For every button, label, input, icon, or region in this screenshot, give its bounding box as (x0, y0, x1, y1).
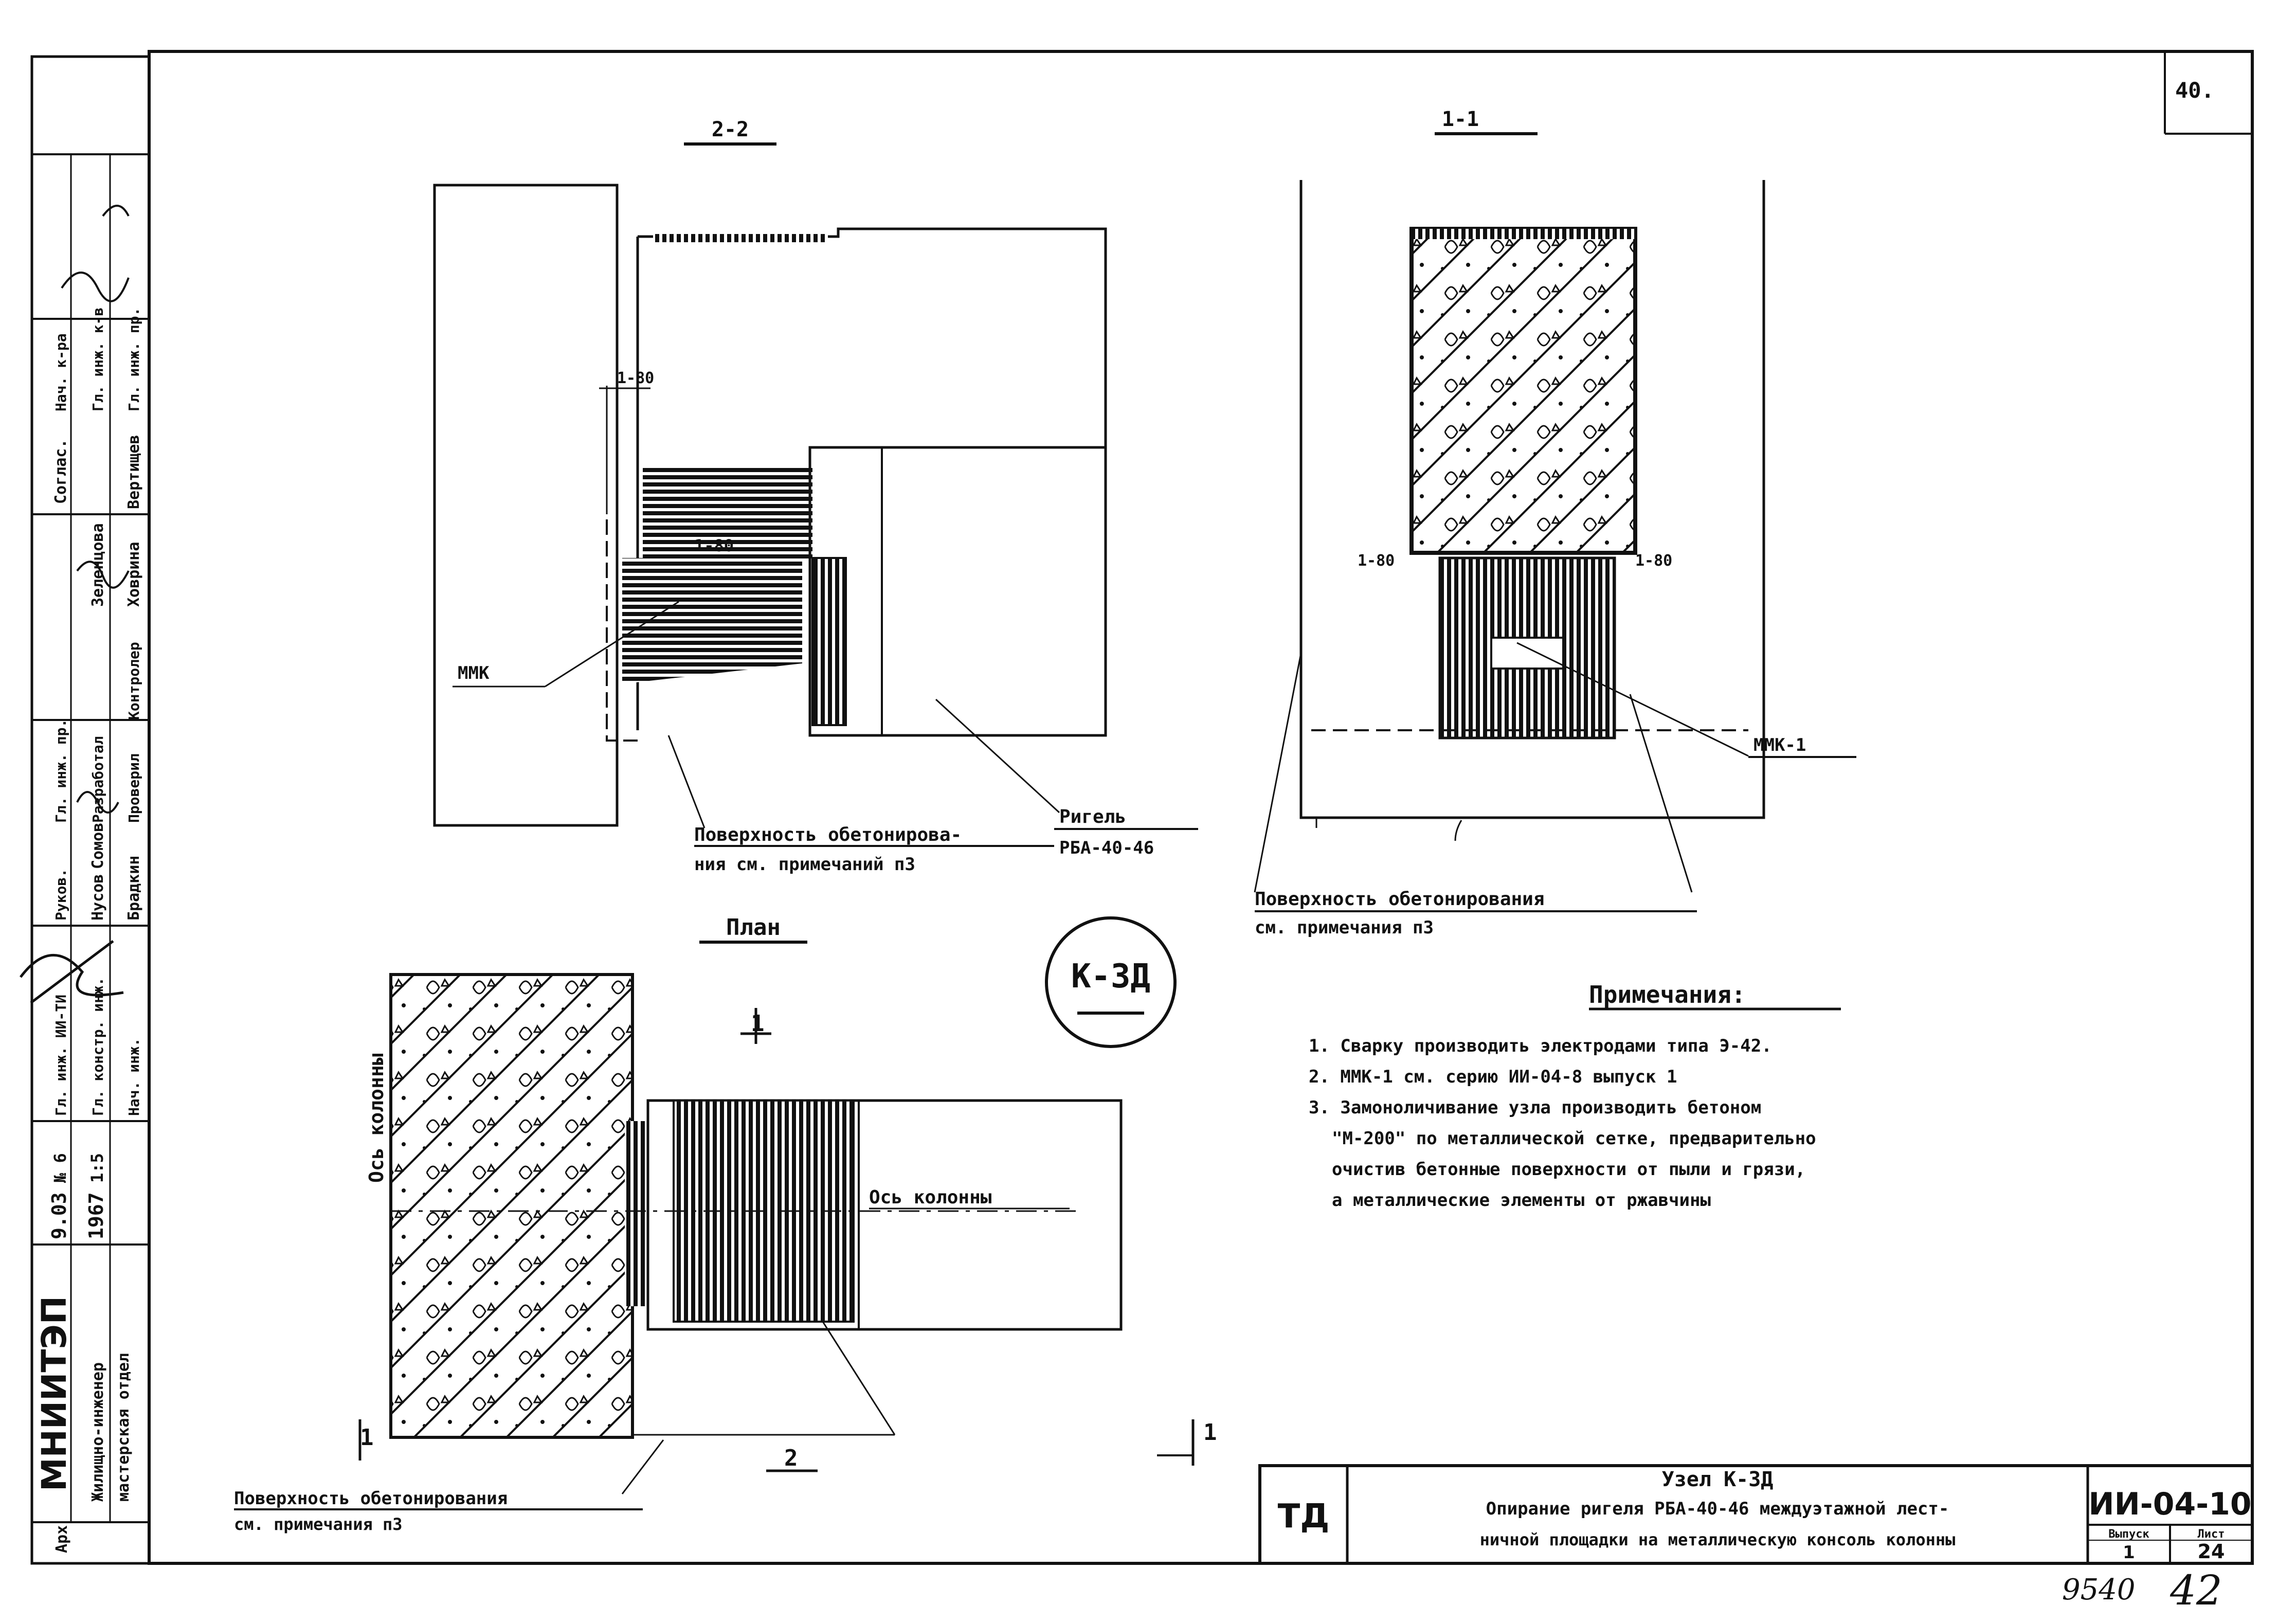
axis-column-horizontal: Ось колонны (869, 1187, 992, 1208)
note-2: 2. ММК-1 см. серию ИИ-04-8 выпуск 1 (1309, 1067, 1677, 1087)
issue-value: 1 (2123, 1542, 2135, 1563)
title-td: ТД (1278, 1498, 1330, 1536)
plate-top (653, 234, 828, 242)
stamp-role-8: Контролер (125, 642, 142, 720)
section-2-2: 2-2 1-80 1-80 ММК Поверхность обетониров… (433, 118, 1198, 875)
cut-left-plan: 1 (360, 1424, 374, 1451)
signature-mark-2 (76, 561, 130, 814)
plan-rigel (646, 1099, 1123, 1331)
node-badge: К-3Д (1045, 916, 1177, 1048)
dim-top: 1-80 (617, 369, 654, 387)
mmk-console (622, 558, 802, 684)
weld-upper (643, 465, 812, 561)
stamp-bottom-left: 9540 (2062, 1573, 2136, 1607)
mmk-label: ММК (458, 663, 490, 683)
stamp-role-6: Разработал (89, 736, 106, 823)
stamp-role-7: Проверил (125, 753, 142, 823)
dim-b-left: 1-80 (1358, 552, 1395, 570)
plan-column (389, 973, 634, 1439)
signature-mark (20, 940, 124, 1004)
stamp-name-4: Зеленцова (89, 523, 107, 607)
stamp-role-2: Гл. констр. инж. (89, 977, 106, 1116)
stamp-agreed-role-2: Гл. инж. к-в (89, 308, 106, 411)
stamp-role-1: Гл. инж. ИИ-ТИ (52, 995, 69, 1116)
section-1-1: 1-1 1-80 1-80 ММК-1 Поверхность обетонир… (1254, 107, 1856, 938)
section-2-2-label: 2-2 (712, 118, 749, 141)
node-badge-label: К-3Д (1071, 958, 1150, 996)
mmk-1-label: ММК-1 (1753, 735, 1806, 755)
signature-mark-3 (61, 205, 130, 302)
stamp-dept-1: Жилищно-инженер (89, 1362, 107, 1502)
stamp-name-6: Вертищев (125, 435, 143, 510)
note-4: "М-200" по металлической сетке, предвари… (1332, 1128, 1816, 1149)
surface-plan-line-1: Поверхность обетонирования (234, 1488, 508, 1509)
column-outline (1299, 180, 1765, 819)
stamp-name-2: Сомов (89, 823, 107, 869)
issue-label: Выпуск (2108, 1528, 2149, 1541)
rigel-end-plate (811, 557, 847, 726)
stamp-role-4: Руков. (52, 869, 69, 921)
surface-b-line-1: Поверхность обетонирования (1255, 889, 1545, 910)
axis-column-vertical: Ось колонны (365, 1053, 388, 1183)
cut-bottom-plan: 2 (784, 1445, 798, 1471)
stamp-agreed: Соглас. (52, 439, 70, 504)
stamp-agreed-role-1: Нач. к-ра (52, 333, 69, 411)
rigel-label-2: РБА-40-46 (1059, 838, 1154, 858)
surface-a-line-2: ния см. примечаний п3 (694, 854, 915, 875)
stamp-date-2: 1967 (85, 1192, 107, 1239)
stamp-name-3: Брадкин (125, 856, 143, 921)
stamp-agreed-role-3: Гл. инж. пр. (125, 308, 142, 411)
stamp-org: МНИИТЭП (34, 1296, 74, 1491)
surface-b-line-2: см. примечания п3 (1255, 917, 1434, 938)
page-number: 40. (2175, 78, 2214, 103)
notes-title: Примечания: (1589, 981, 1746, 1008)
plan-view: План Ось колонны Ось колонны 1 2 1 1 Пов… (234, 914, 1217, 1534)
stamp-role-5: Гл. инж. пр. (52, 719, 69, 823)
dim-mid: 1-80 (694, 536, 734, 555)
dim-b-right: 1-80 (1635, 552, 1672, 570)
side-stamp: МНИИТЭП Жилищно-инженер мастерская отдел… (20, 153, 149, 1553)
stamp-name-5: Ховрина (125, 542, 143, 607)
plan-label: План (726, 914, 781, 941)
title-block: ТД Узел К-3Д Опирание ригеля РБА-40-46 м… (1258, 1464, 2254, 1565)
rigel-label-1: Ригель (1059, 806, 1126, 827)
column (433, 184, 619, 827)
cut-right-plan: 1 (1203, 1419, 1217, 1446)
title-line-1: Узел К-3Д (1662, 1468, 1774, 1491)
note-3: 3. Замоноличивание узла производить бето… (1309, 1097, 1761, 1118)
note-5: очистив бетонные поверхности от пыли и г… (1332, 1159, 1805, 1180)
stamp-scale: 1:5 (87, 1153, 107, 1183)
stamp-dept-2: мастерская отдел (115, 1353, 133, 1502)
sheet-value: 24 (2198, 1540, 2225, 1563)
note-6: а металлические элементы от ржавчины (1332, 1190, 1711, 1211)
stamp-role-3: Нач. инж. (125, 1038, 142, 1116)
side-stamp-frame (30, 55, 151, 1565)
stamp-date-1: 9.03 (48, 1192, 70, 1239)
title-line-3: ничной площадки на металлическую консоль… (1480, 1530, 1956, 1549)
section-1-1-label: 1-1 (1442, 107, 1479, 131)
series-code: ИИ-04-10 (2088, 1486, 2251, 1522)
title-line-2: Опирание ригеля РБА-40-46 междуэтажной л… (1486, 1499, 1949, 1519)
notes: Примечания: 1. Сварку производить электр… (1309, 981, 1841, 1211)
stamp-no: № 6 (50, 1153, 70, 1183)
rigel (808, 446, 1107, 737)
stamp-bottom-right: 42 (2170, 1566, 2222, 1614)
stamp-arch: Арх (53, 1525, 71, 1553)
column-concrete (1409, 227, 1637, 555)
surface-plan-line-2: см. примечания п3 (234, 1514, 403, 1534)
sheet-label: Лист (2198, 1528, 2225, 1541)
note-1: 1. Сварку производить электродами типа Э… (1309, 1036, 1772, 1056)
surface-a-line-1: Поверхность обетонирова- (694, 824, 962, 845)
stamp-name-1: Нусов (89, 874, 107, 921)
